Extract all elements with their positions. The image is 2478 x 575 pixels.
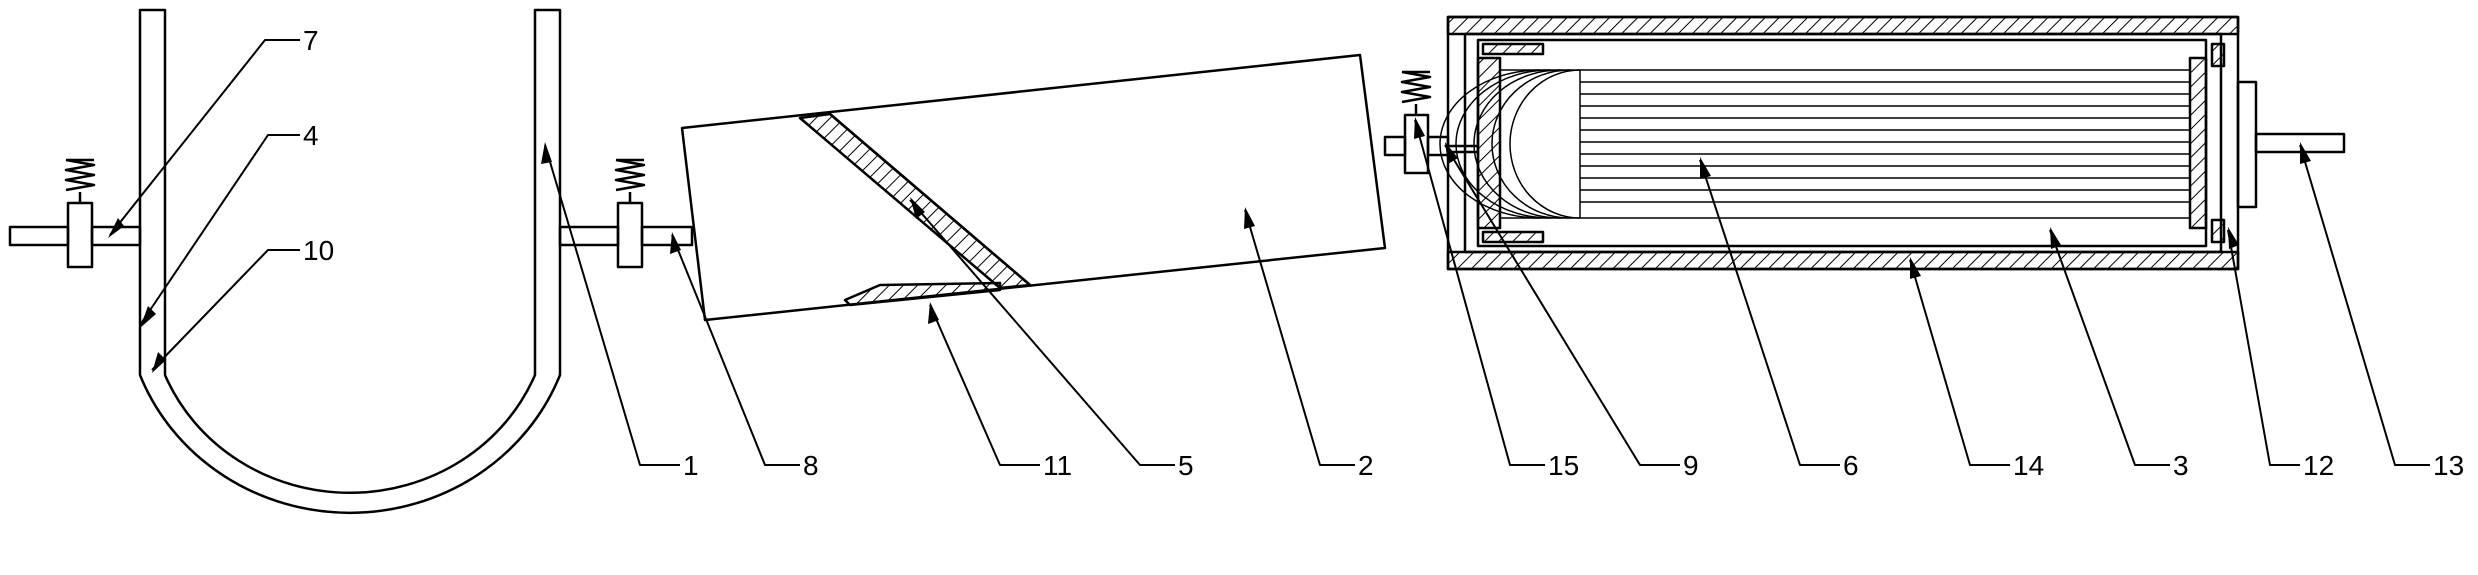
label-2: 2	[1358, 450, 1374, 481]
label-15: 15	[1548, 450, 1579, 481]
fiber-bundle	[1439, 69, 2191, 219]
label-13: 13	[2433, 450, 2464, 481]
label-6: 6	[1843, 450, 1859, 481]
leader-lines	[109, 39, 2430, 466]
label-3: 3	[2173, 450, 2189, 481]
label-9: 9	[1683, 450, 1699, 481]
label-14: 14	[2013, 450, 2044, 481]
housing	[1446, 15, 2240, 271]
left-shaft-valve	[8, 158, 142, 269]
label-4: 4	[303, 120, 319, 151]
label-8: 8	[803, 450, 819, 481]
label-10: 10	[303, 235, 334, 266]
arrowheads	[108, 117, 2311, 373]
label-12: 12	[2303, 450, 2334, 481]
label-11: 11	[1043, 450, 1072, 481]
u-tube	[138, 8, 562, 515]
part-labels: 7 4 10 1 8 11 5 2 15 9 6 14 3 12 13	[303, 25, 2464, 481]
label-7: 7	[303, 25, 319, 56]
tilted-drum	[680, 53, 1387, 322]
label-5: 5	[1178, 450, 1194, 481]
middle-shaft-valve	[558, 158, 694, 269]
label-1: 1	[683, 450, 699, 481]
outlet-shaft	[2236, 80, 2346, 209]
